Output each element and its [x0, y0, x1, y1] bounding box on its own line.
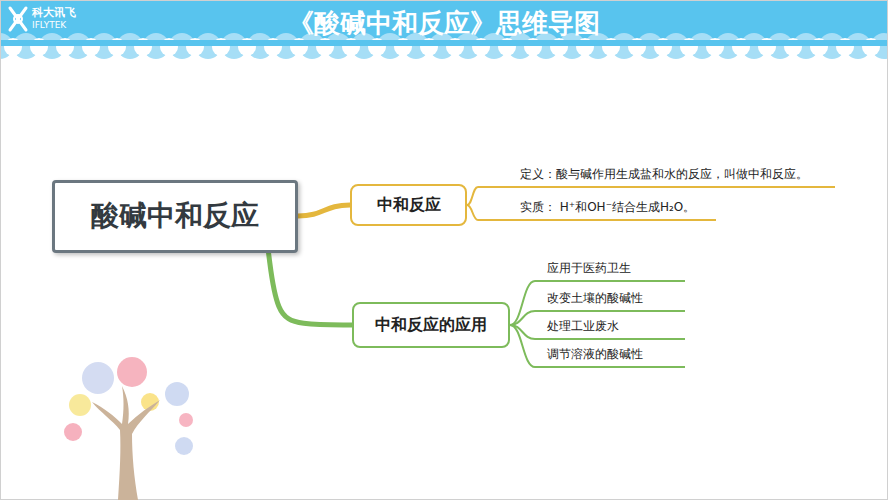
branch-connector — [467, 187, 478, 205]
leaf-topic: 定义：酸与碱作用生成盐和水的反应，叫做中和反应。 — [478, 166, 835, 188]
node-text: 应用于医药卫生 — [547, 260, 679, 277]
node-text: 中和反应 — [377, 195, 441, 216]
branch-connector — [510, 311, 535, 325]
tree-illustration — [64, 357, 193, 500]
leaf-topic: 改变土壤的酸碱性 — [535, 290, 685, 312]
branch-connector — [510, 325, 535, 367]
title: 《酸碱中和反应》思维导图 — [0, 6, 888, 41]
logo-text: 科大讯飞 — [32, 5, 76, 20]
leaf-topic: 处理工业废水 — [535, 318, 685, 340]
node-text: 改变土壤的酸碱性 — [547, 290, 679, 307]
node-text: 酸碱中和反应 — [91, 197, 259, 235]
branch-connector — [467, 205, 478, 220]
branch-connector — [268, 253, 352, 326]
central-topic: 酸碱中和反应 — [52, 180, 298, 253]
branch-connector — [510, 281, 535, 325]
node-text: 处理工业废水 — [547, 318, 679, 335]
logo-text: IFLYTEK — [32, 20, 66, 30]
logo-icon — [10, 8, 26, 30]
leaf-topic: 调节溶液的酸碱性 — [535, 346, 685, 368]
leaf-topic: 应用于医药卫生 — [535, 260, 685, 282]
leaf-topic: 实质： H⁺和OH⁻结合生成H₂O。 — [478, 199, 716, 221]
branch-box: 中和反应 — [350, 184, 467, 226]
branch-box: 中和反应的应用 — [352, 302, 510, 348]
node-text: 调节溶液的酸碱性 — [547, 346, 679, 363]
node-text: 实质： H⁺和OH⁻结合生成H₂O。 — [520, 199, 710, 216]
node-text: 定义：酸与碱作用生成盐和水的反应，叫做中和反应。 — [520, 166, 829, 183]
node-text: 中和反应的应用 — [375, 315, 487, 336]
branch-connector — [298, 205, 350, 216]
tree-trunk — [92, 386, 160, 500]
